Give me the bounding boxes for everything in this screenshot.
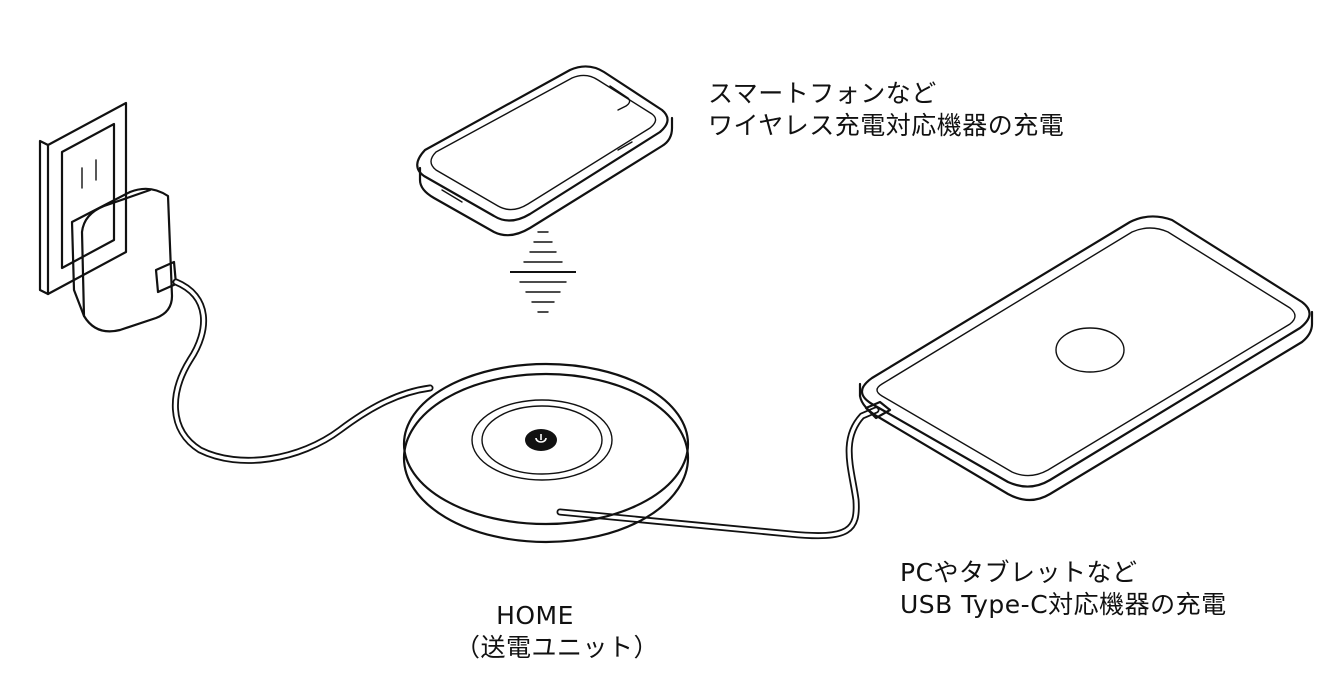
label-home-line2: （送電ユニット） bbox=[455, 633, 660, 662]
power-icon bbox=[525, 429, 557, 451]
label-smartphone-line1: スマートフォンなど bbox=[708, 79, 937, 108]
wireless-charging-icon bbox=[510, 231, 576, 313]
label-pc-line1: PCやタブレットなど bbox=[900, 558, 1138, 587]
cable-adapter-to-home bbox=[171, 278, 434, 464]
label-home-line1: HOME bbox=[496, 601, 574, 630]
wall-outlet bbox=[38, 101, 128, 296]
home-unit bbox=[402, 362, 690, 544]
cable-home-to-tablet bbox=[556, 406, 880, 540]
label-smartphone-charging: スマートフォンなど ワイヤレス充電対応機器の充電 bbox=[708, 78, 1064, 142]
label-home-unit: HOME （送電ユニット） bbox=[455, 600, 660, 664]
tablet bbox=[858, 215, 1314, 502]
label-smartphone-line2: ワイヤレス充電対応機器の充電 bbox=[708, 111, 1065, 140]
power-adapter bbox=[70, 187, 178, 333]
label-pc-charging: PCやタブレットなど USB Type-C対応機器の充電 bbox=[900, 557, 1227, 621]
smartphone bbox=[416, 65, 674, 237]
label-pc-line2: USB Type-C対応機器の充電 bbox=[900, 590, 1227, 619]
